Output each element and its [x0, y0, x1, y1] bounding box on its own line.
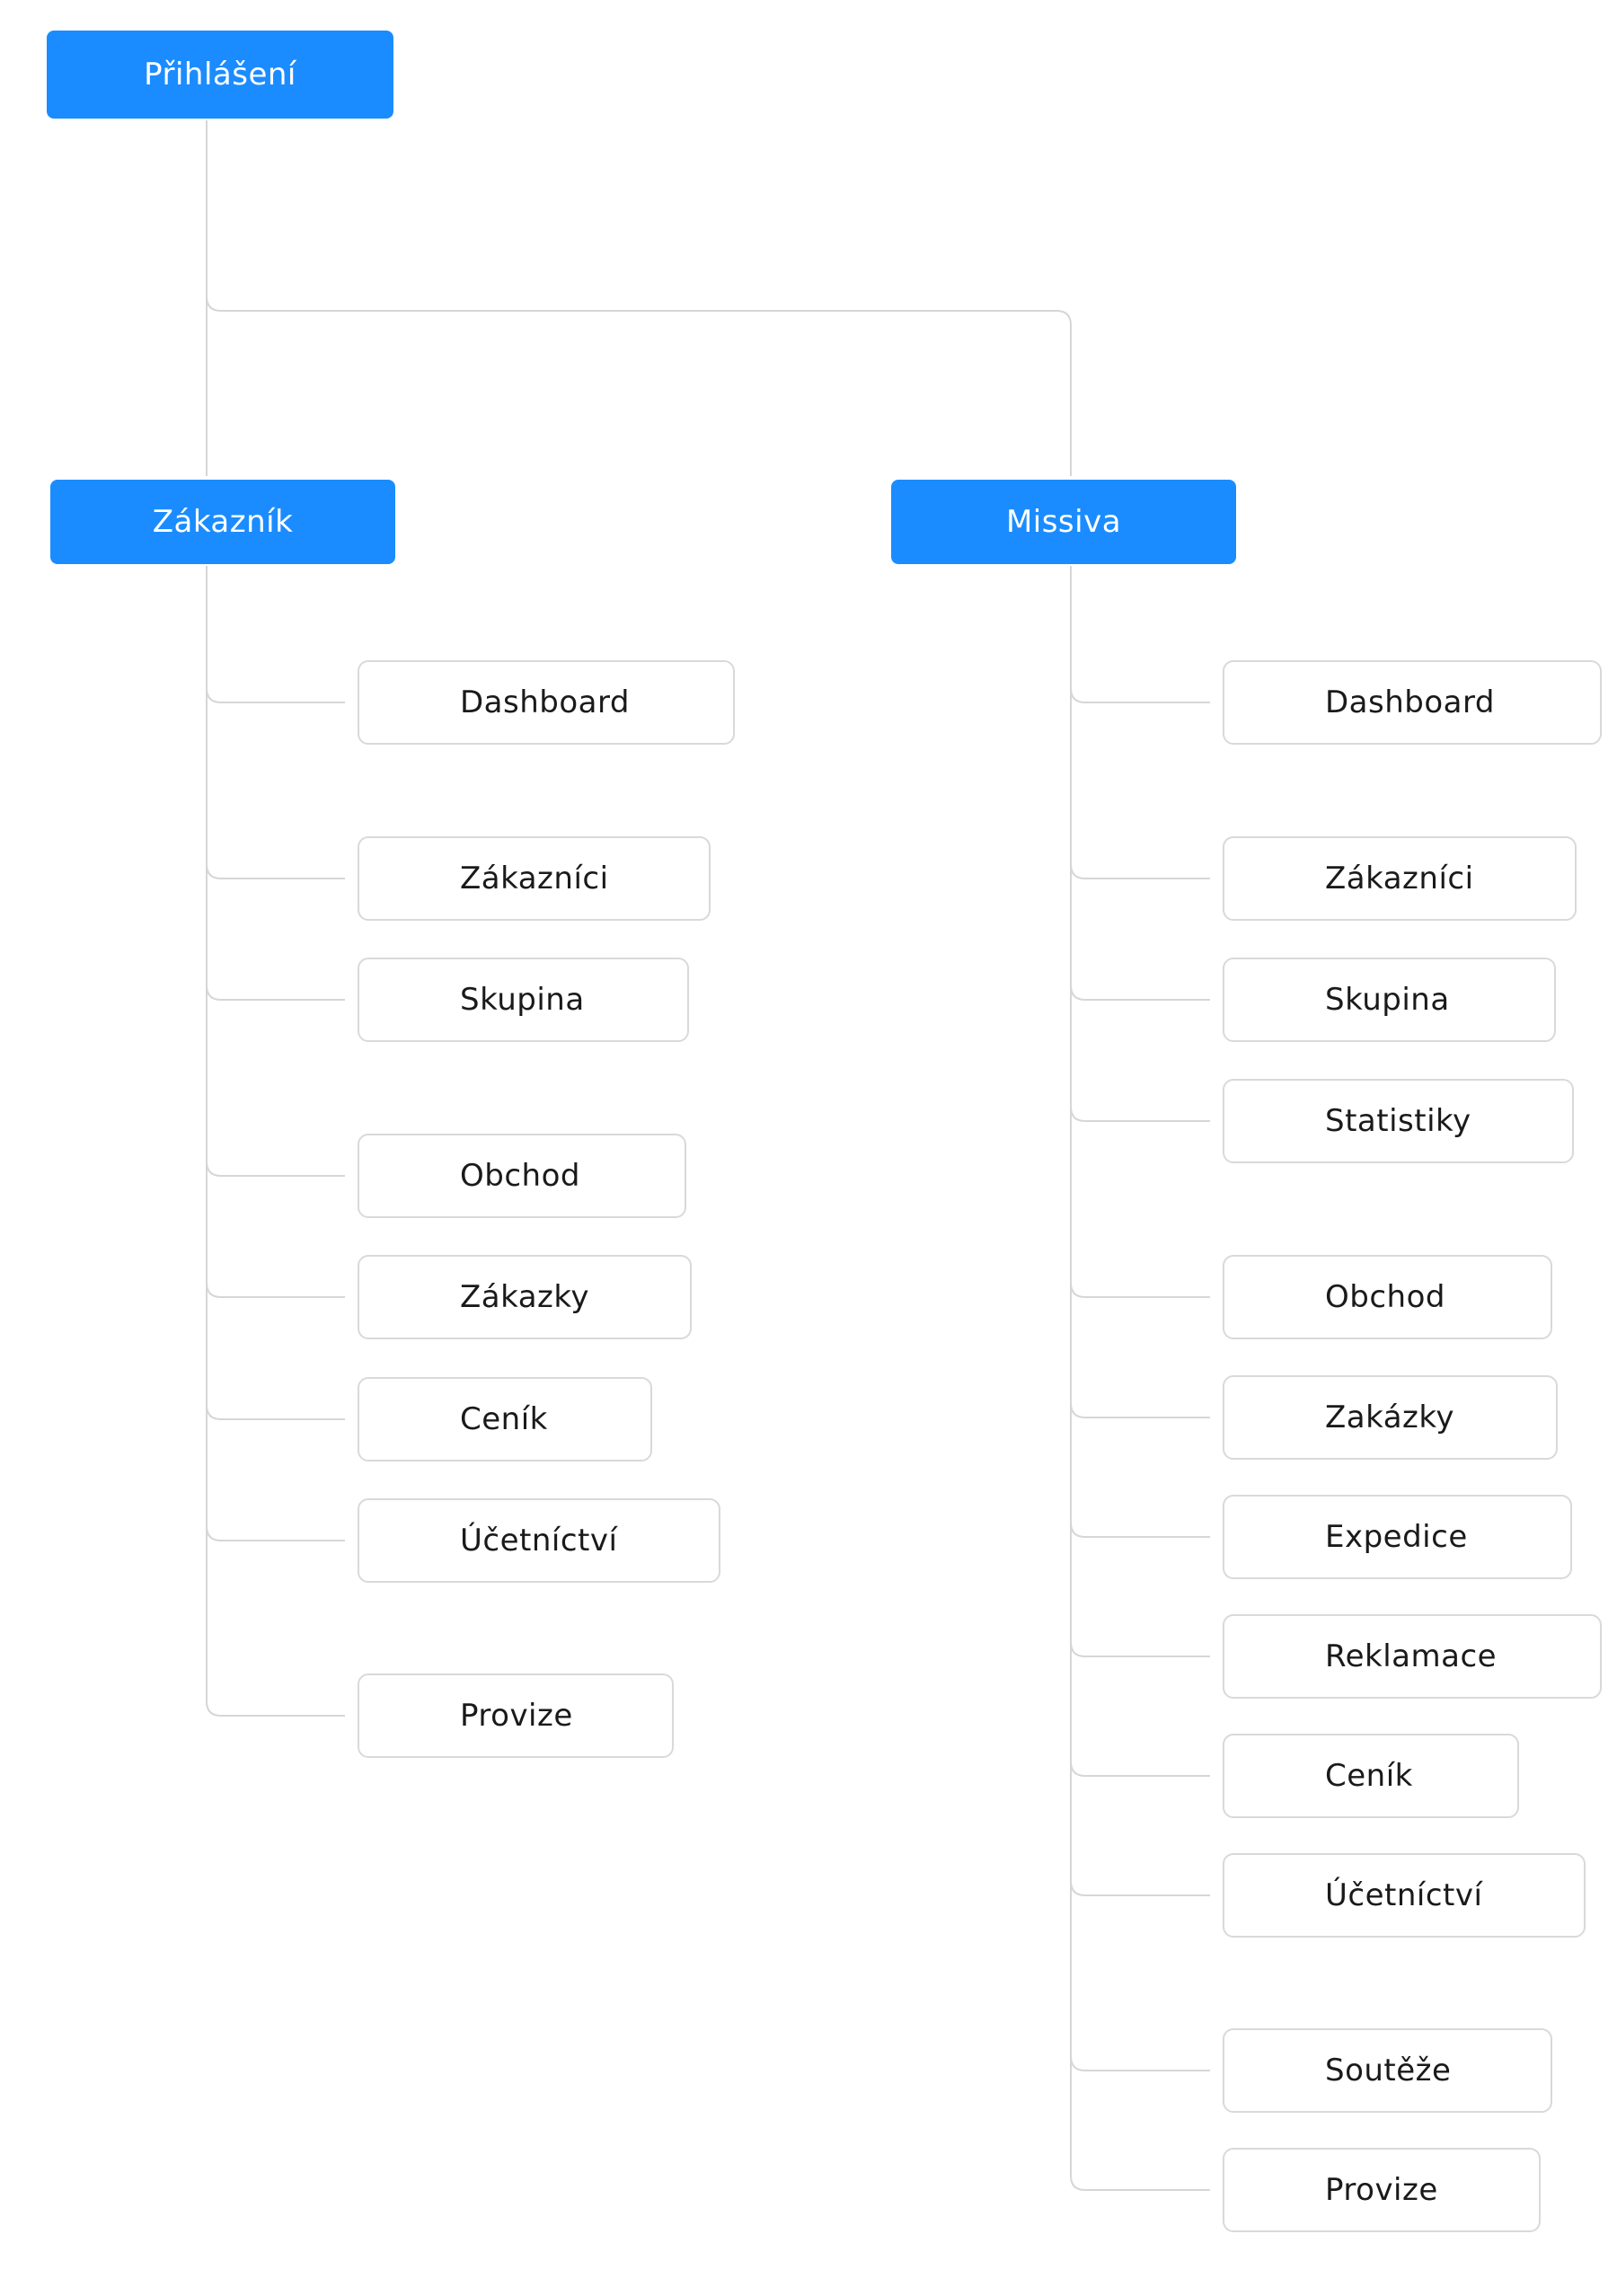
branch-connector-missiva [1070, 2175, 1210, 2191]
page-node-ucetnictvi: Účetníctví [358, 1498, 720, 1583]
branch-connector-zakaznik [206, 863, 345, 879]
branch-connector-zakaznik [206, 985, 345, 1001]
page-node-zakazky: Zakázky [1223, 1375, 1558, 1460]
page-node-zakazky: Zákazky [358, 1255, 692, 1339]
page-node-ucetnictvi: Účetníctví [1223, 1853, 1586, 1938]
branch-connector-missiva [1070, 1402, 1210, 1418]
page-node-obchod: Obchod [358, 1134, 686, 1218]
branch-connector-missiva [1070, 863, 1210, 879]
branch-node-missiva: Missiva [891, 480, 1236, 564]
branch-connector-missiva [1070, 1522, 1210, 1538]
page-node-statistiky: Statistiky [1223, 1079, 1574, 1163]
branch-connector-missiva [1070, 1282, 1210, 1298]
branch-connector-missiva [1070, 687, 1210, 703]
page-node-skupina: Skupina [358, 958, 689, 1042]
page-node-skupina: Skupina [1223, 958, 1556, 1042]
branch-connector-missiva [1070, 985, 1210, 1001]
branch-connector-missiva [1070, 1880, 1210, 1896]
branch-connector-zakaznik [206, 1282, 345, 1298]
page-node-dashboard: Dashboard [1223, 660, 1602, 745]
page-node-soutěže: Soutěže [1223, 2028, 1552, 2113]
page-node-provize: Provize [358, 1673, 674, 1758]
page-node-dashboard: Dashboard [358, 660, 735, 745]
branch-connector-missiva [1070, 1641, 1210, 1657]
branch-connector-zakaznik [206, 1525, 345, 1541]
branch-connector-zakaznik [206, 1404, 345, 1420]
branch-connector-zakaznik [206, 1700, 345, 1717]
page-node-cenik: Ceník [358, 1377, 652, 1461]
page-node-reklamace: Reklamace [1223, 1614, 1602, 1699]
branch-connector-missiva [1070, 1761, 1210, 1777]
branch-connector-missiva [1070, 2055, 1210, 2071]
page-node-obchod: Obchod [1223, 1255, 1552, 1339]
branch-connector-missiva [1070, 1106, 1210, 1122]
root-node-login: Přihlášení [47, 31, 393, 119]
page-node-expedice: Expedice [1223, 1495, 1572, 1579]
page-node-cenik: Ceník [1223, 1734, 1519, 1818]
branch-node-zakaznik: Zákazník [50, 480, 395, 564]
root-split-line [206, 296, 1072, 476]
page-node-zakaznici: Zákazníci [1223, 836, 1577, 921]
page-node-zakaznici: Zákazníci [358, 836, 711, 921]
page-node-provize: Provize [1223, 2148, 1541, 2232]
branch-connector-zakaznik [206, 1161, 345, 1177]
branch-connector-zakaznik [206, 687, 345, 703]
